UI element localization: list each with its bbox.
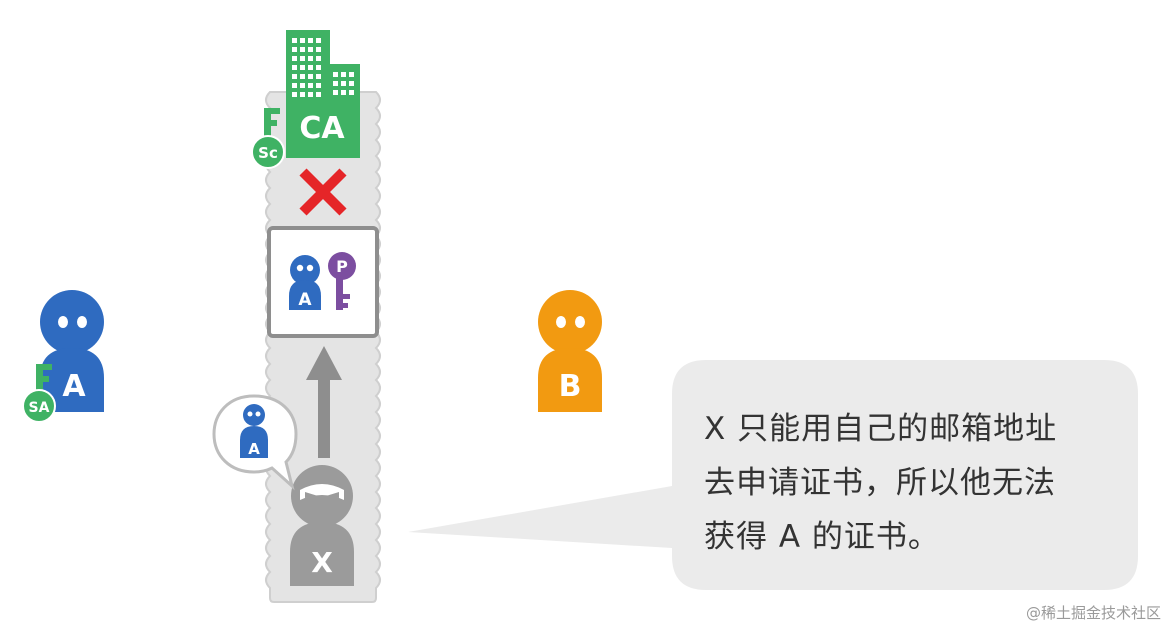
explanation-line-2: 去申请证书，所以他无法: [704, 465, 1056, 501]
user-a-label: A: [62, 369, 86, 404]
public-key-icon: P: [328, 252, 356, 310]
user-a-key-label: SA: [29, 400, 50, 416]
attacker-label: X: [311, 546, 333, 579]
user-b-icon: B: [538, 290, 602, 412]
certificate-request-box: A P: [267, 226, 379, 338]
explanation-line-3: 获得 A 的证书。: [704, 519, 940, 555]
user-a-icon: A: [40, 290, 104, 412]
thought-bubble: A: [212, 394, 298, 491]
thought-user-label: A: [248, 440, 260, 458]
ca-building-icon: CA: [286, 30, 360, 158]
thought-user-icon: A: [240, 404, 268, 458]
watermark: @稀土掘金技术社区: [1025, 604, 1161, 622]
cert-user-label: A: [298, 290, 312, 310]
public-key-label: P: [336, 257, 348, 276]
user-a-secret-key-icon: SA: [22, 364, 56, 423]
ca-key-label: Sc: [258, 144, 278, 162]
explanation-line-1: X 只能用自己的邮箱地址: [704, 411, 1058, 447]
ca-label: CA: [299, 111, 345, 146]
explanation-callout: [408, 360, 1138, 590]
attacker-x-icon: X: [290, 465, 354, 586]
explanation-text: X 只能用自己的邮箱地址 去申请证书，所以他无法 获得 A 的证书。: [704, 402, 1124, 564]
rejected-cross-icon: [299, 168, 347, 216]
arrow-up-icon: [306, 346, 342, 458]
user-b-label: B: [559, 369, 582, 404]
ca-secret-key-icon: Sc: [251, 108, 285, 169]
cert-user-icon: A: [289, 255, 321, 310]
